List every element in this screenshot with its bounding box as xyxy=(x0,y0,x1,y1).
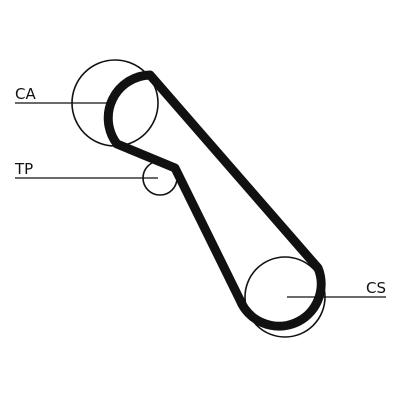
tensioner-label: TP xyxy=(14,160,33,178)
crankshaft-label: CS xyxy=(366,279,386,297)
camshaft-label: CA xyxy=(15,85,36,103)
timing-belt xyxy=(103,70,326,331)
